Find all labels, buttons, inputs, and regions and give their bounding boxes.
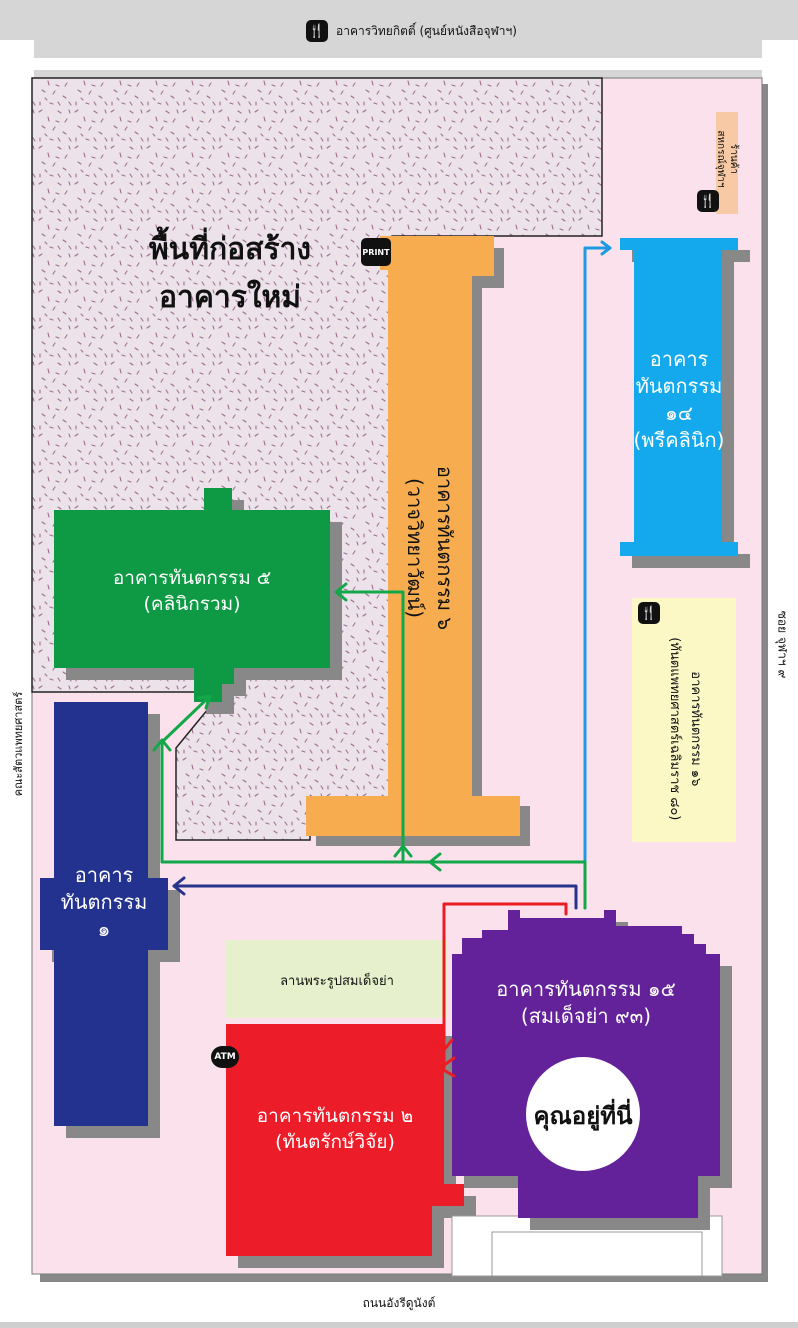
building-15-sub: (สมเด็จย่า ๙๓)	[520, 1004, 652, 1028]
building-1-shape	[40, 702, 180, 1138]
building-6-label[interactable]: อาคารทันตกรรม ๖ (วาจวิทยาวัฒน์)	[400, 398, 460, 698]
route-red-branch	[438, 1056, 456, 1078]
building-1-line3: ๑	[97, 917, 111, 941]
bottom-road-label: ถนนอังรีดูนังต์	[362, 1296, 436, 1310]
building-15-label[interactable]: อาคารทันตกรรม ๑๕ (สมเด็จย่า ๙๓)	[452, 976, 720, 1030]
building-16-shape	[632, 598, 736, 842]
building-5-label[interactable]: อาคารทันตกรรม ๕ (คลินิกรวม)	[54, 566, 330, 617]
you-are-here-label: คุณอยู่ที่นี่	[533, 1102, 633, 1130]
building-6-sub: (วาจวิทยาวัฒน์)	[403, 477, 427, 619]
building-1-line1: อาคาร	[74, 863, 134, 887]
building-1-label[interactable]: อาคาร ทันตกรรม ๑	[40, 862, 168, 943]
top-road-label: อาคารวิทยกิตติ์ (ศูนย์หนังสือจุฬาฯ)	[336, 23, 517, 38]
route-green-to-b5-left	[160, 696, 210, 744]
fork-knife-icon-coop: 🍴	[697, 190, 719, 212]
route-navy-to-b1	[172, 884, 578, 910]
building-5-shape	[54, 488, 342, 714]
route-green-main	[160, 740, 587, 910]
atm-icon: ATM	[211, 1046, 239, 1068]
construction-line1: พื้นที่ก่อสร้าง	[148, 232, 312, 267]
building-6-shape	[306, 236, 530, 846]
building-2-label[interactable]: อาคารทันตกรรม ๒ (ทันตรักษ์วิจัย)	[226, 1104, 444, 1155]
building-5-name: อาคารทันตกรรม ๕	[112, 567, 272, 589]
fork-knife-icon-b16: 🍴	[638, 602, 660, 624]
building-2-sub: (ทันตรักษ์วิจัย)	[275, 1130, 395, 1153]
coop-store-line1: ร้านค้า	[728, 143, 739, 175]
left-road-label: คณะสัตวแพทยศาสตร์	[12, 691, 25, 797]
building-16-sub: (ทันตแพทยศาสตร์เฉลิมราช ๘๐)	[667, 637, 682, 821]
coop-store-label[interactable]: ร้านค้า สหกรณ์จุฬาฯ	[714, 114, 740, 204]
route-red-to-b2	[442, 902, 568, 1070]
building-14-line2: ทันตกรรม	[635, 374, 723, 398]
you-are-here-marker	[526, 1057, 640, 1171]
building-2-shape	[226, 1024, 476, 1268]
statue-area-shape	[226, 940, 448, 1018]
building-5-sub: (คลินิกรวม)	[143, 592, 241, 615]
building-15-name: อาคารทันตกรรม ๑๕	[496, 977, 676, 1001]
construction-label: พื้นที่ก่อสร้าง อาคารใหม่	[100, 226, 360, 322]
building-14-label[interactable]: อาคาร ทันตกรรม ๑๔ (พรีคลินิก)	[620, 346, 738, 454]
print-icon: PRINT	[361, 238, 391, 266]
building-16-name: อาคารทันตกรรม ๑๖	[687, 671, 703, 787]
right-road-label: ซอย จุฬาฯ ๙	[775, 610, 790, 679]
building-14-line3: ๑๔	[665, 401, 693, 425]
top-road-label-box: 🍴 อาคารวิทยกิตติ์ (ศูนย์หนังสือจุฬาฯ)	[306, 18, 526, 44]
construction-line2: อาคารใหม่	[158, 280, 302, 315]
statue-area-label: ลานพระรูปสมเด็จย่า	[280, 974, 394, 989]
route-blue-to-b14	[583, 246, 612, 910]
building-16-label[interactable]: อาคารทันตกรรม ๑๖ (ทันตแพทยศาสตร์เฉลิมราช…	[663, 609, 705, 849]
route-green-to-b5-right	[336, 590, 405, 864]
building-2-name: อาคารทันตกรรม ๒	[256, 1105, 414, 1127]
fork-knife-icon: 🍴	[306, 20, 328, 42]
building-14-line4: (พรีคลินิก)	[633, 428, 725, 452]
coop-store-shape	[716, 112, 738, 214]
building-14-shape	[620, 238, 750, 568]
building-14-line1: อาคาร	[649, 347, 709, 371]
building-1-line2: ทันตกรรม	[60, 890, 148, 914]
building-6-name: อาคารทันตกรรม ๖	[433, 465, 457, 631]
